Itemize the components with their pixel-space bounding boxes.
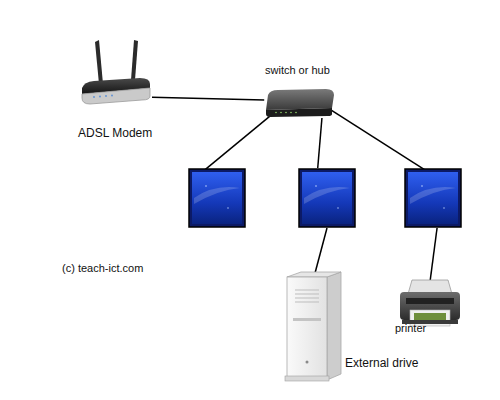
- computer-monitor-icon: [404, 168, 462, 228]
- drive-vent: [295, 298, 319, 299]
- drive-side: [327, 272, 341, 380]
- switch-front: [266, 108, 332, 117]
- computer-monitor-icon: [188, 168, 246, 228]
- status-light: [111, 95, 113, 97]
- screen-swoosh: [194, 187, 240, 204]
- drive-vent: [295, 302, 319, 303]
- monitor-screen: [302, 172, 352, 224]
- printer-panel: [406, 298, 454, 304]
- modem-band: [82, 88, 150, 104]
- device-label: External drive: [345, 357, 418, 371]
- external-drive: External drive: [283, 270, 345, 382]
- status-light: [295, 112, 297, 114]
- network-cable: [315, 228, 327, 272]
- copyright-note: (c) teach-ict.com: [62, 262, 143, 275]
- drive-top: [287, 272, 341, 277]
- printer: printer: [398, 278, 462, 334]
- computer-monitor: [404, 168, 462, 228]
- status-light: [280, 112, 282, 114]
- adsl-modem-icon: [80, 38, 152, 106]
- network-cable: [331, 110, 425, 170]
- monitor-frame: [405, 169, 461, 227]
- computer-monitor-icon: [298, 168, 356, 228]
- computer-monitor: [188, 168, 246, 228]
- device-label: ADSL Modem: [78, 127, 152, 141]
- network-switch: switch or hub: [262, 88, 336, 118]
- screen-spark: [205, 185, 207, 187]
- drive-vent: [295, 290, 319, 291]
- screen-spark: [421, 185, 423, 187]
- screen-swoosh: [304, 187, 350, 204]
- adsl-modem: ADSL Modem: [80, 38, 152, 106]
- drive-vent: [295, 294, 319, 295]
- external-drive-icon: [283, 270, 345, 382]
- drive-slot: [293, 318, 321, 321]
- switch-top: [266, 89, 334, 110]
- status-light: [285, 112, 287, 114]
- paper-feeder: [408, 280, 452, 294]
- monitor-screen: [408, 172, 458, 224]
- screen-swoosh: [410, 187, 456, 204]
- status-light: [290, 112, 292, 114]
- network-switch-icon: [262, 88, 336, 118]
- drive-light: [306, 361, 309, 364]
- network-cable: [205, 114, 273, 170]
- device-label: switch or hub: [265, 64, 330, 77]
- screen-spark: [227, 207, 228, 208]
- monitor-screen: [192, 172, 242, 224]
- antenna: [95, 40, 103, 84]
- device-label: printer: [395, 322, 426, 335]
- status-light: [93, 96, 95, 98]
- status-light: [105, 95, 107, 97]
- network-cable: [318, 118, 322, 168]
- status-light: [275, 112, 277, 114]
- monitor-frame: [299, 169, 355, 227]
- network-cable: [152, 97, 264, 100]
- network-cable: [430, 228, 437, 282]
- status-light: [99, 96, 101, 98]
- antenna: [131, 40, 138, 80]
- screen-spark: [443, 207, 444, 208]
- monitor-frame: [189, 169, 245, 227]
- screen-spark: [337, 207, 338, 208]
- screen-spark: [315, 185, 317, 187]
- drive-front: [287, 277, 327, 380]
- computer-monitor: [298, 168, 356, 228]
- drive-base: [285, 376, 329, 381]
